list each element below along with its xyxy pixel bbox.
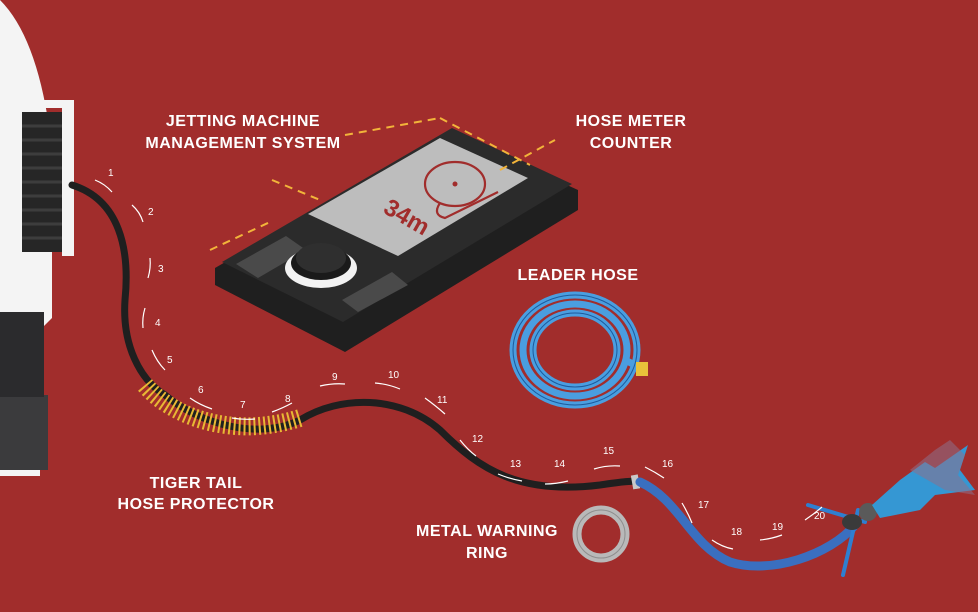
label-jetting-line2: MANAGEMENT SYSTEM [145, 135, 340, 152]
label-tiger-line1: TIGER TAIL [150, 475, 243, 492]
label-ring-line1: METAL WARNING [416, 523, 558, 540]
leader-hose-fitting [636, 362, 648, 376]
meter-mark-10: 10 [388, 370, 400, 381]
device-right-button[interactable] [342, 272, 408, 312]
leader-hose [635, 477, 860, 571]
meter-mark-15: 15 [603, 446, 615, 457]
meter-mark-5: 5 [167, 355, 173, 366]
label-leader-hose: LEADER HOSE [517, 267, 638, 284]
meter-marks [94, 179, 823, 550]
metal-warning-ring [572, 505, 630, 563]
meter-mark-17: 17 [698, 500, 710, 511]
callout-dashes [209, 117, 556, 251]
label-meter-line1: HOSE METER [576, 113, 687, 130]
meter-mark-19: 19 [772, 522, 784, 533]
water-spray [872, 440, 975, 518]
meter-mark-3: 3 [158, 264, 164, 275]
meter-mark-9: 9 [332, 372, 338, 383]
label-ring-line2: RING [466, 545, 508, 562]
meter-mark-16: 16 [662, 459, 674, 470]
device-control-knob[interactable] [285, 243, 357, 288]
meter-mark-20: 20 [814, 511, 826, 522]
jetting-nozzle [806, 503, 877, 577]
meter-mark-6: 6 [198, 385, 204, 396]
device-left-button[interactable] [236, 236, 306, 278]
meter-mark-13: 13 [510, 459, 522, 470]
meter-mark-labels: 1 2 3 4 5 6 7 8 9 10 11 12 13 14 15 16 1… [108, 168, 826, 538]
meter-mark-2: 2 [148, 207, 154, 218]
meter-mark-11: 11 [437, 395, 448, 406]
label-jetting-line1: JETTING MACHINE [166, 113, 320, 130]
label-tiger-line2: HOSE PROTECTOR [118, 496, 275, 513]
leader-hose-coil [509, 291, 642, 409]
meter-mark-4: 4 [155, 318, 161, 329]
management-device: 34m [215, 128, 578, 352]
label-meter-line2: COUNTER [590, 135, 673, 152]
meter-mark-1: 1 [108, 168, 114, 179]
meter-mark-7: 7 [240, 400, 246, 411]
hose-reel [22, 100, 74, 256]
meter-mark-14: 14 [554, 459, 566, 470]
meter-mark-8: 8 [285, 394, 291, 405]
callout-labels: JETTING MACHINE MANAGEMENT SYSTEM HOSE M… [118, 113, 687, 562]
hose-reel-icon [423, 160, 499, 220]
meter-mark-12: 12 [472, 434, 484, 445]
tiger-tail-protector [138, 378, 303, 436]
meter-mark-18: 18 [731, 527, 743, 538]
